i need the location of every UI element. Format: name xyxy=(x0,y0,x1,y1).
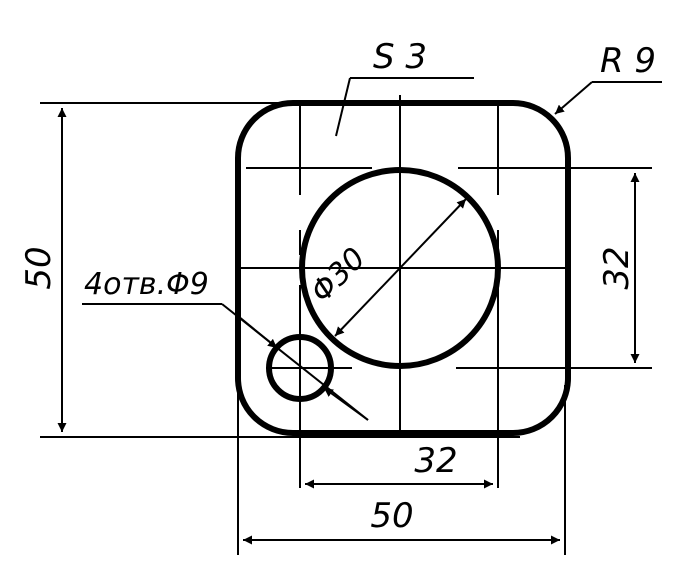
small-hole-leader xyxy=(82,303,369,421)
center-hole-label: Φ30 xyxy=(304,241,372,309)
center-hole-leader xyxy=(334,198,467,337)
hole-spacing-vertical-label: 32 xyxy=(597,246,637,289)
width-label: 50 xyxy=(370,496,413,536)
height-dimension xyxy=(40,102,520,438)
thickness-label: S 3 xyxy=(373,37,427,77)
thickness-leader xyxy=(335,77,474,137)
width-dimension xyxy=(237,385,566,555)
hole-spacing-horizontal-label: 32 xyxy=(414,441,457,481)
corner-radius-label: R 9 xyxy=(600,41,656,81)
small-holes-label: 4отв.Φ9 xyxy=(84,267,209,302)
corner-radius-leader xyxy=(554,81,662,115)
height-label: 50 xyxy=(19,246,59,289)
